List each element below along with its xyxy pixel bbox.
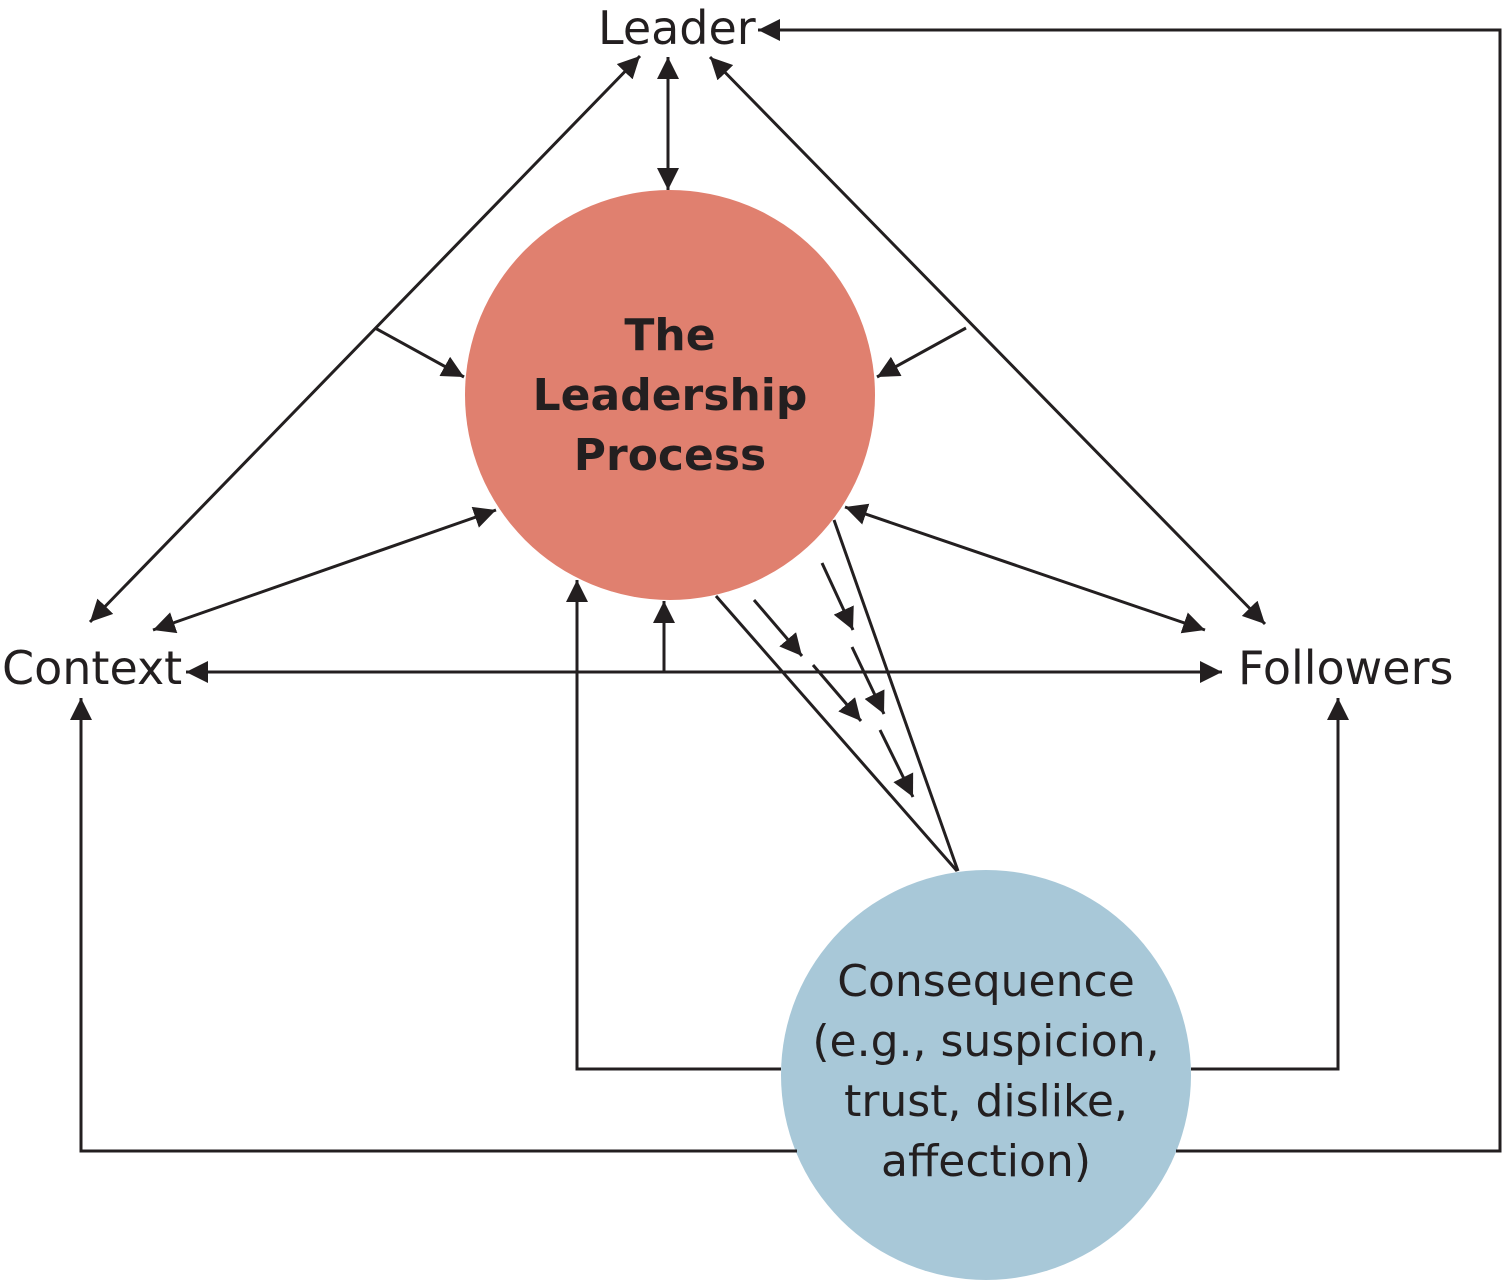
arrow-consequence-context [70, 698, 797, 1153]
leadership-process-label: The Leadership Process [500, 306, 840, 486]
context-label: Context [2, 641, 183, 695]
leader-label: Leader [598, 1, 756, 55]
arrow-process-context [152, 506, 497, 634]
followers-label: Followers [1238, 641, 1454, 695]
arrow-left-branch-to-process [374, 326, 465, 379]
dashed-arrow-2c [878, 729, 915, 798]
consequence-label: Consequence (e.g., suspicion, trust, dis… [796, 952, 1176, 1192]
consequence-line-1: Consequence [837, 956, 1135, 1007]
process-line-1: The [624, 310, 716, 361]
dashed-arrow-2a [820, 562, 855, 631]
process-line-2: Leadership [532, 370, 808, 421]
arrow-right-branch-to-process [876, 326, 967, 379]
funnel-line-right [832, 519, 960, 872]
dashed-arrow-1a [752, 599, 804, 657]
consequence-line-3: trust, dislike, [844, 1076, 1128, 1127]
dashed-arrow-2b [850, 646, 886, 715]
arrow-process-followers [844, 503, 1206, 634]
arrow-consequence-followers [1191, 698, 1349, 1071]
arrow-consequence-process [566, 580, 781, 1071]
funnel-line-left [714, 595, 959, 872]
consequence-line-2: (e.g., suspicion, [812, 1016, 1160, 1067]
process-line-3: Process [573, 430, 767, 481]
dashed-arrow-1b [811, 664, 863, 722]
consequence-circle [781, 870, 1191, 1280]
consequence-line-4: affection) [881, 1136, 1091, 1187]
arrow-consequence-leader [758, 19, 1502, 1153]
